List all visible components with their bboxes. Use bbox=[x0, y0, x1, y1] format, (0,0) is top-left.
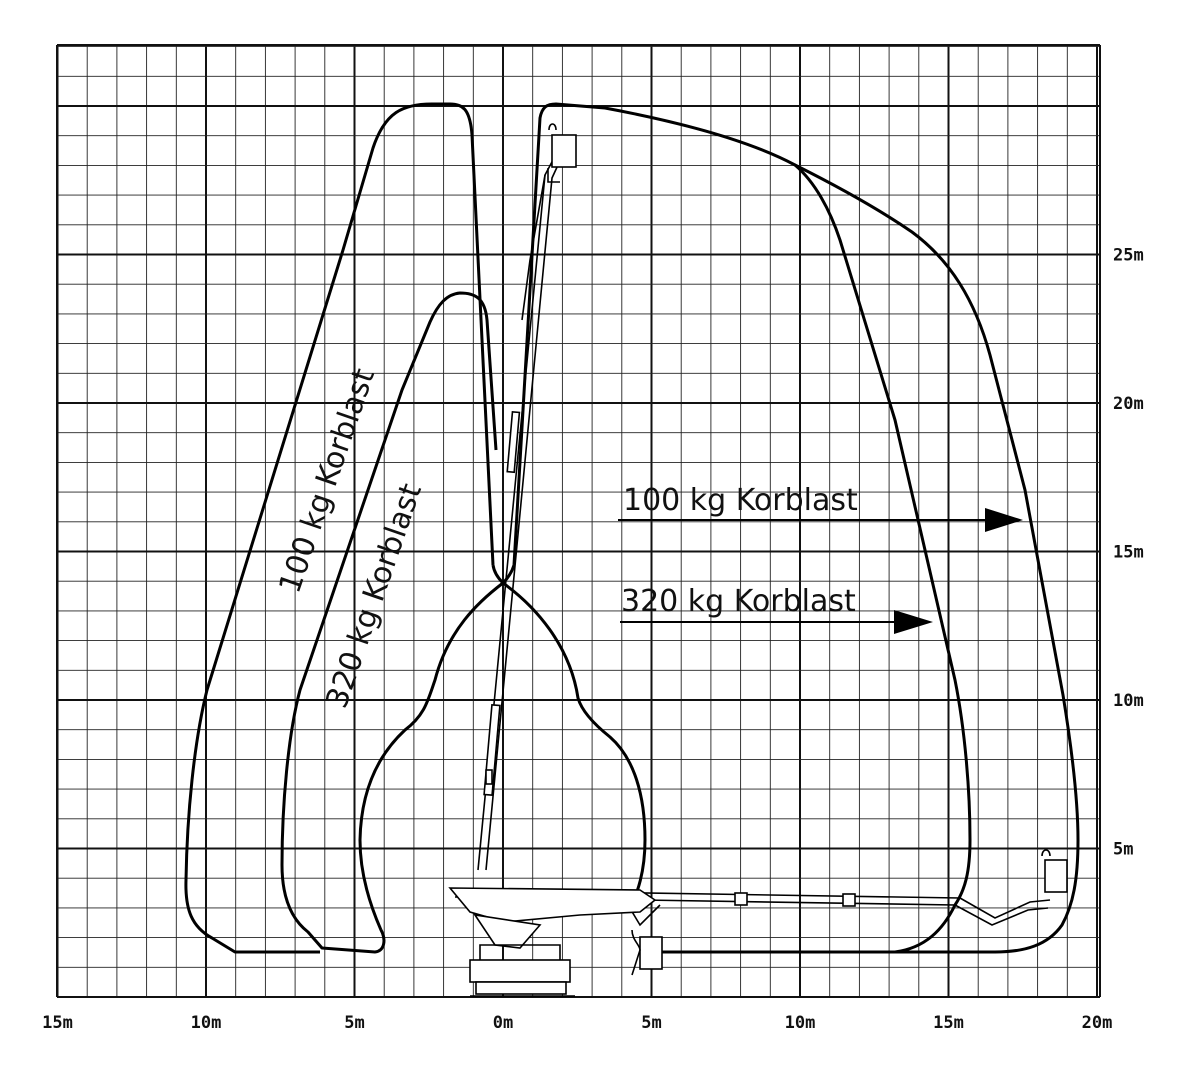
arrow-100kg bbox=[618, 508, 1023, 532]
y-tick-label: 5m bbox=[1113, 840, 1133, 860]
x-tick-label: 10m bbox=[785, 1013, 816, 1033]
y-axis-tick-labels: 5m 10m 15m 20m 25m bbox=[1113, 246, 1144, 860]
x-tick-label: 15m bbox=[933, 1013, 964, 1033]
boom-vertical bbox=[477, 159, 559, 871]
y-tick-label: 25m bbox=[1113, 246, 1144, 266]
envelope-100kg-right bbox=[794, 163, 1080, 954]
basket-top bbox=[547, 123, 577, 183]
y-tick-label: 20m bbox=[1113, 394, 1144, 414]
basket-bottom bbox=[624, 899, 663, 976]
arrow-320kg bbox=[620, 610, 933, 634]
label-100kg-left: 100 kg Korblast bbox=[272, 364, 382, 598]
x-tick-label: 10m bbox=[191, 1013, 222, 1033]
y-tick-label: 10m bbox=[1113, 691, 1144, 711]
envelope-100kg-left bbox=[184, 102, 495, 954]
y-tick-label: 15m bbox=[1113, 543, 1144, 563]
x-tick-label: 5m bbox=[344, 1013, 364, 1033]
envelope-waist bbox=[491, 564, 516, 585]
basket-right bbox=[1041, 849, 1068, 893]
envelope-320kg-right bbox=[512, 102, 972, 954]
vehicle-base bbox=[448, 887, 657, 997]
label-320kg-left: 320 kg Korblast bbox=[319, 479, 429, 713]
label-100kg-right: 100 kg Korblast bbox=[623, 483, 858, 518]
x-axis-tick-labels: 15m 10m 5m 0m 5m 10m 15m 20m bbox=[42, 1013, 1112, 1033]
x-tick-label: 0m bbox=[493, 1013, 513, 1033]
x-tick-label: 5m bbox=[641, 1013, 661, 1033]
x-tick-label: 15m bbox=[42, 1013, 73, 1033]
envelope-320kg-left bbox=[280, 291, 504, 954]
grid bbox=[56, 44, 1101, 998]
label-320kg-right: 320 kg Korblast bbox=[621, 584, 856, 619]
x-tick-label: 20m bbox=[1082, 1013, 1113, 1033]
inner-zone-right bbox=[502, 581, 647, 911]
